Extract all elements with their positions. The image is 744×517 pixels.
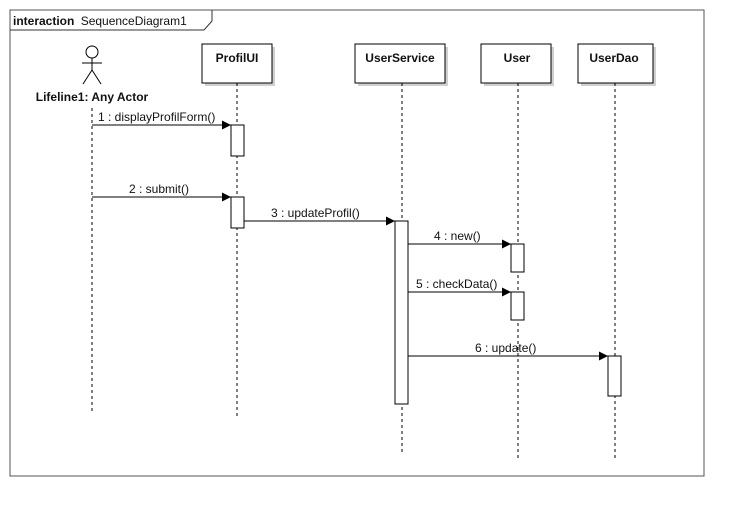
lifeline-head <box>480 43 552 84</box>
message-4[interactable]: 4 : new() <box>408 229 511 249</box>
lifeline-label: User <box>504 51 531 65</box>
message-label: 1 : displayProfilForm() <box>98 110 215 124</box>
frame-name: SequenceDiagram1 <box>81 14 187 28</box>
message-5[interactable]: 5 : checkData() <box>408 277 511 297</box>
lifeline-head <box>201 43 273 84</box>
message-label: 4 : new() <box>434 229 481 243</box>
lifeline-label: UserService <box>365 51 435 65</box>
actor-lifeline[interactable]: Lifeline1: Any Actor <box>36 45 149 412</box>
lifeline-label: UserDao <box>589 51 638 65</box>
stick-figure-icon <box>82 45 102 85</box>
activation-bar <box>230 196 245 229</box>
message-label: 5 : checkData() <box>416 277 497 291</box>
activation-bar <box>510 291 525 321</box>
message-2[interactable]: 2 : submit() <box>92 182 231 202</box>
activation-bar <box>510 243 525 273</box>
lifeline-head <box>354 43 446 84</box>
message-label: 2 : submit() <box>129 182 189 196</box>
message-1[interactable]: 1 : displayProfilForm() <box>92 110 231 130</box>
message-label: 3 : updateProfil() <box>271 206 360 220</box>
lifeline-userdao[interactable]: UserDao <box>577 43 656 460</box>
activation-bar <box>230 124 245 157</box>
frame-title: interaction SequenceDiagram1 <box>13 14 187 28</box>
lifeline-label: ProfilUI <box>216 51 259 65</box>
message-3[interactable]: 3 : updateProfil() <box>244 206 395 226</box>
interaction-frame: interaction SequenceDiagram1 <box>9 9 705 477</box>
frame-keyword: interaction <box>13 14 74 28</box>
lifeline-head <box>577 43 654 84</box>
actor-label: Lifeline1: Any Actor <box>36 90 149 104</box>
lifeline-userservice[interactable]: UserService <box>354 43 448 453</box>
activation-bar <box>394 220 409 405</box>
message-label: 6 : update() <box>475 341 536 355</box>
message-6[interactable]: 6 : update() <box>408 341 608 361</box>
lifeline-profilui[interactable]: ProfilUI <box>201 43 275 418</box>
activation-bar <box>607 355 622 397</box>
